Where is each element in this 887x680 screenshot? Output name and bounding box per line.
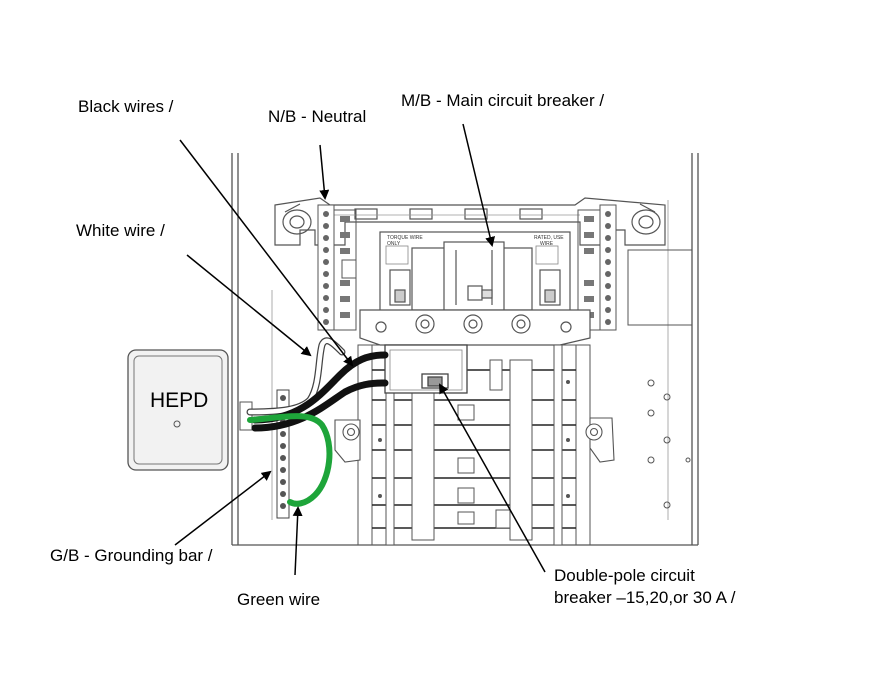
leader-white-wire <box>186 254 312 357</box>
leader-double-pole <box>439 383 546 573</box>
label-neutral: N/B - Neutral <box>268 107 367 126</box>
right-knockout-plate <box>627 249 693 509</box>
green-wire <box>247 413 333 507</box>
neutral-bar-left <box>317 204 357 331</box>
label-white-wire: White wire / <box>76 221 165 240</box>
label-double-pole-line2: breaker –15,20,or 30 A / <box>554 588 736 607</box>
black-wire-2 <box>251 379 389 432</box>
hepd-box <box>127 349 229 471</box>
main-breaker-print-left-1: TORQUE WIRE <box>387 235 423 241</box>
leader-lines <box>174 123 546 576</box>
leader-green-wire <box>292 506 303 576</box>
label-green-wire: Green wire <box>237 590 321 609</box>
leader-grounding-bar <box>174 470 272 546</box>
leader-black-wires <box>179 139 354 367</box>
side-clips <box>334 417 615 463</box>
label-black-wires: Black wires / <box>78 97 174 116</box>
label-main-breaker: M/B - Main circuit breaker / <box>401 91 605 110</box>
left-connector-plate <box>239 401 253 431</box>
label-hepd: HEPD <box>150 389 209 412</box>
label-double-pole-line1: Double-pole circuit <box>554 566 695 585</box>
main-breaker-print-right-2: WIRE <box>540 241 554 247</box>
double-pole-breaker <box>384 344 468 394</box>
leader-neutral <box>319 144 330 200</box>
wires <box>246 337 389 507</box>
main-breaker <box>379 231 571 313</box>
label-grounding-bar: G/B - Grounding bar / <box>50 546 213 565</box>
main-breaker-print-right-1: RATED, USE <box>534 235 564 241</box>
leader-main-breaker <box>462 123 495 247</box>
bus-plate <box>359 309 591 346</box>
main-breaker-print-left-2: ONLY <box>387 241 401 247</box>
